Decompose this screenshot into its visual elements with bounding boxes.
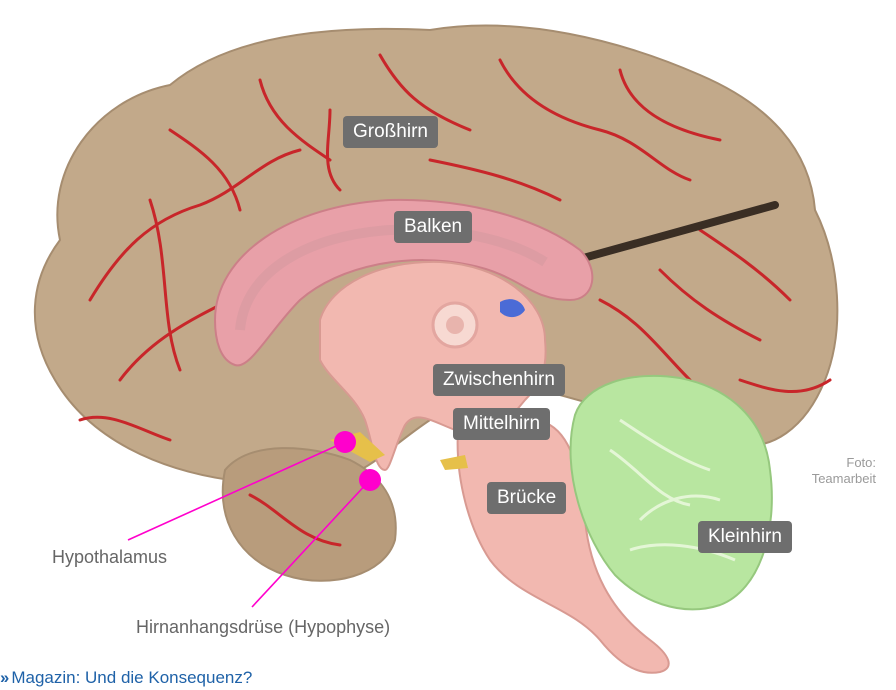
label-balken: Balken	[394, 211, 472, 243]
photo-credit-source: Teamarbeit	[770, 471, 876, 487]
double-chevron-right-icon: ››	[0, 668, 7, 688]
label-kleinhirn: Kleinhirn	[698, 521, 792, 553]
hypothalamus-marker	[334, 431, 356, 453]
label-hypothalamus: Hypothalamus	[52, 547, 167, 568]
hypophyse-marker	[359, 469, 381, 491]
temporal-lobe-shape	[223, 448, 396, 581]
label-zwischenhirn: Zwischenhirn	[433, 364, 565, 396]
photo-credit-prefix: Foto:	[770, 455, 876, 471]
thalamic-ring-inner	[446, 316, 464, 334]
photo-credit: Foto: Teamarbeit	[770, 455, 876, 487]
label-grosshirn: Großhirn	[343, 116, 438, 148]
label-mittelhirn: Mittelhirn	[453, 408, 550, 440]
label-hypophyse: Hirnanhangsdrüse (Hypophyse)	[136, 617, 390, 638]
cerebellum-shape	[571, 376, 772, 609]
oculomotor-nerve	[440, 455, 468, 470]
magazin-link[interactable]: ›› Magazin: Und die Konsequenz?	[0, 668, 252, 688]
label-bruecke: Brücke	[487, 482, 566, 514]
magazin-link-text: Magazin: Und die Konsequenz?	[11, 668, 252, 688]
